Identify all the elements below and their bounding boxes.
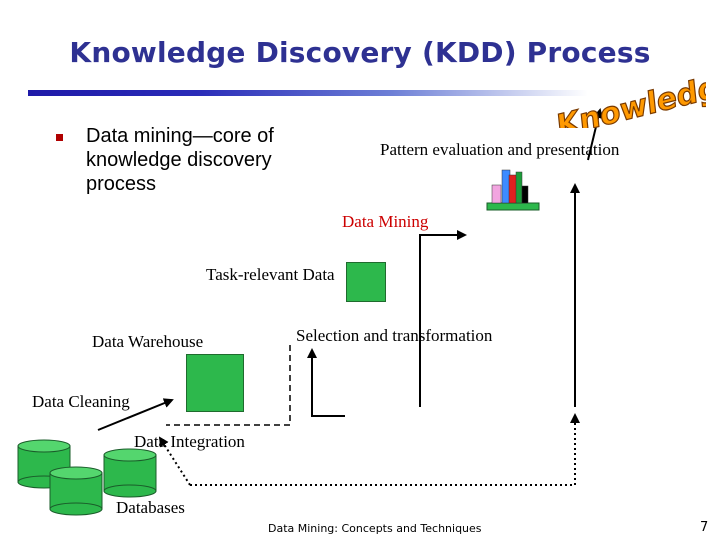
data-warehouse-cube-icon [186,354,244,412]
label-selection-transformation: Selection and transformation [296,326,493,345]
arrow-databases-to-cleaning [97,398,174,431]
dotted-return-path [190,413,580,486]
footer-text: Data Mining: Concepts and Techniques [268,522,482,535]
svg-text:Knowledge: Knowledge [556,70,706,128]
arrow-to-data-mining [419,230,467,407]
title-underline [28,90,588,96]
label-data-warehouse: Data Warehouse [92,332,204,351]
page-title: Knowledge Discovery (KDD) Process [69,36,651,69]
label-data-integration: Data Integration [134,432,245,451]
page-number: 7 [700,520,709,535]
label-task-relevant-data: Task-relevant Data [206,265,335,284]
dashed-warehouse-link [166,345,291,426]
database-cylinder-icon [49,466,103,516]
knowledge-wordart: Knowledge [556,70,706,128]
bullet-marker [56,134,63,141]
bullet-text: Data mining—core of knowledge discovery … [86,125,274,195]
task-data-cube-icon [346,262,386,302]
label-pattern-evaluation: Pattern evaluation and presentation [380,140,620,159]
arrow-selection [307,348,345,417]
label-data-cleaning: Data Cleaning [32,392,130,411]
label-data-mining: Data Mining [342,212,429,231]
database-cylinder-icon [103,448,157,498]
bar-chart-icon [486,169,540,211]
arrow-databases-to-integration [158,436,191,486]
arrow-to-knowledge [587,108,603,161]
label-databases: Databases [116,498,185,517]
